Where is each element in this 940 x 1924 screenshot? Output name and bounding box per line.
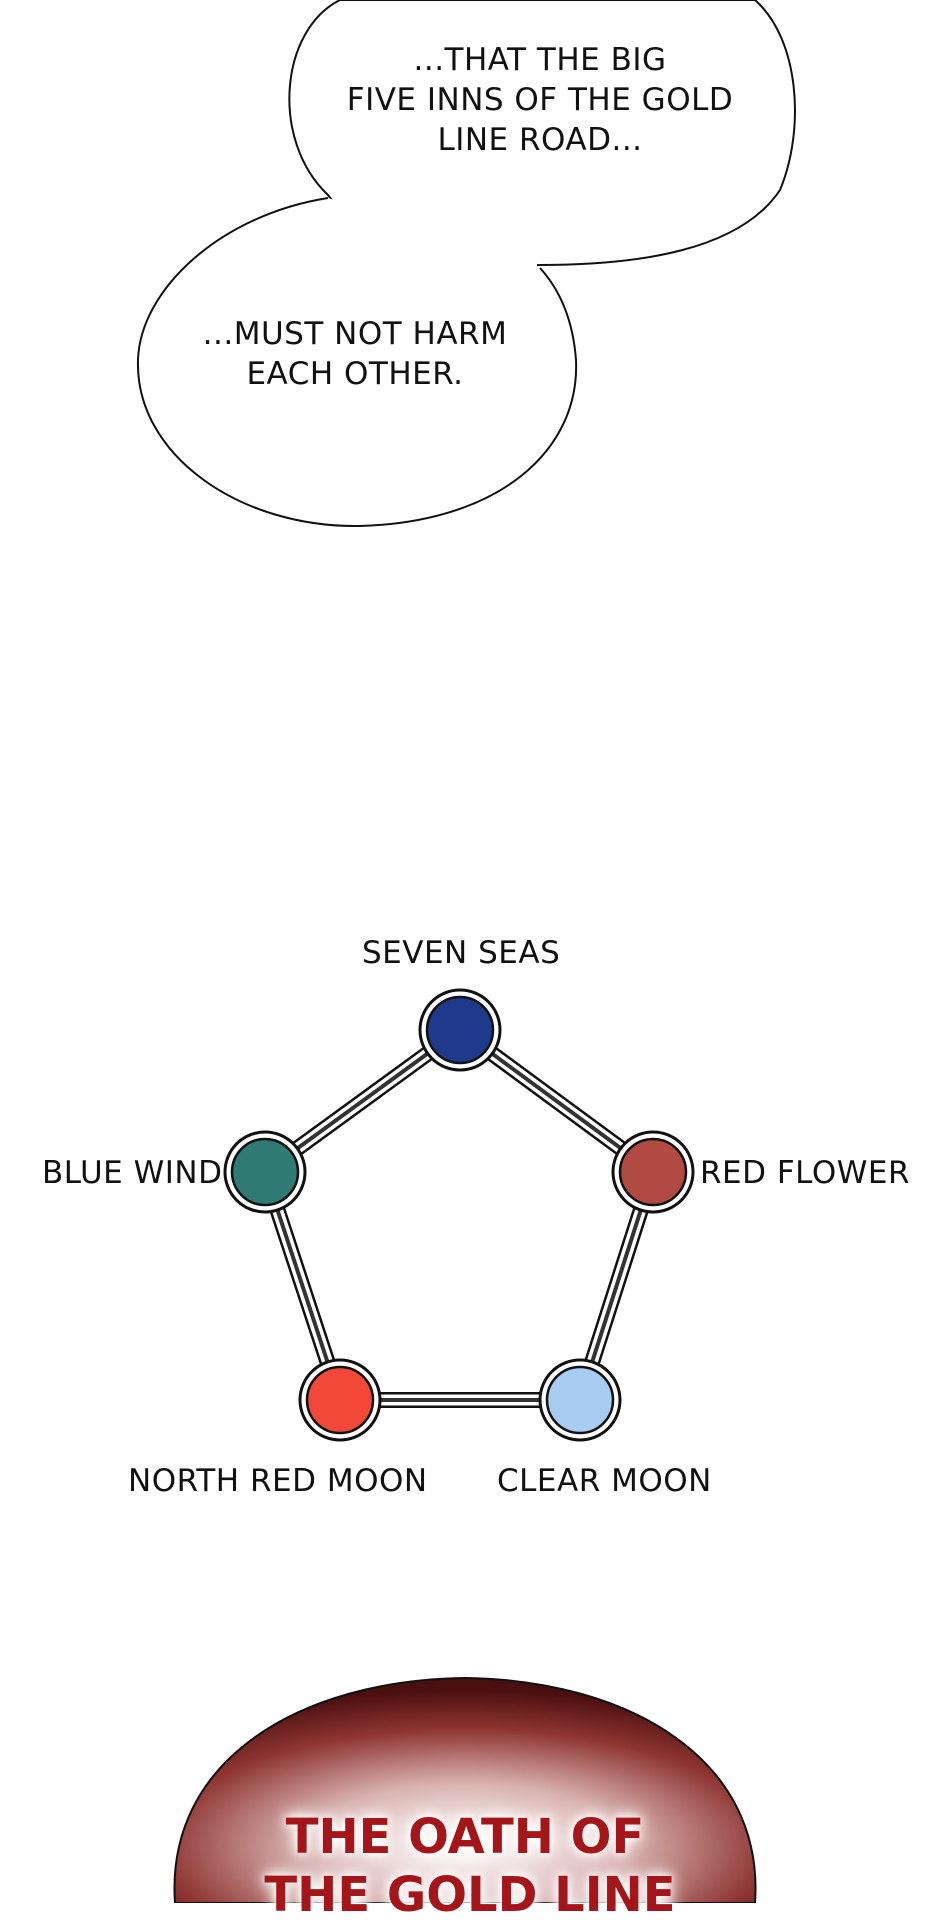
node-north-red-moon	[298, 1358, 382, 1442]
bubble-line: LINE ROAD...	[437, 122, 643, 158]
oath-title-line-1: THE OATH OF	[285, 1809, 645, 1865]
label-red-flower: RED FLOWER	[700, 1155, 911, 1191]
oath-title-line-2: THE GOLD LINE	[264, 1867, 676, 1923]
node-blue-wind	[223, 1130, 307, 1214]
label-seven-seas: SEVEN SEAS	[362, 935, 561, 971]
node-red-flower	[611, 1130, 695, 1214]
node-clear-moon	[538, 1358, 622, 1442]
label-blue-wind: BLUE WIND	[42, 1155, 223, 1191]
bubble-line: ...MUST NOT HARM	[202, 316, 508, 352]
label-clear-moon: CLEAR MOON	[497, 1463, 712, 1499]
node-seven-seas	[418, 988, 502, 1072]
bubble-text-bottom: ...MUST NOT HARM EACH OTHER.	[180, 314, 530, 394]
bubble-text-top: ...THAT THE BIG FIVE INNS OF THE GOLD LI…	[330, 40, 750, 160]
bubble-line: ...THAT THE BIG	[413, 42, 667, 78]
speech-bubble-bottom	[136, 197, 578, 528]
bubble-line: FIVE INNS OF THE GOLD	[346, 82, 734, 118]
diagram-nodes	[223, 988, 695, 1442]
label-north-red-moon: NORTH RED MOON	[128, 1463, 428, 1499]
banner-dome	[173, 1676, 757, 1903]
bubble-line: EACH OTHER.	[246, 356, 464, 392]
